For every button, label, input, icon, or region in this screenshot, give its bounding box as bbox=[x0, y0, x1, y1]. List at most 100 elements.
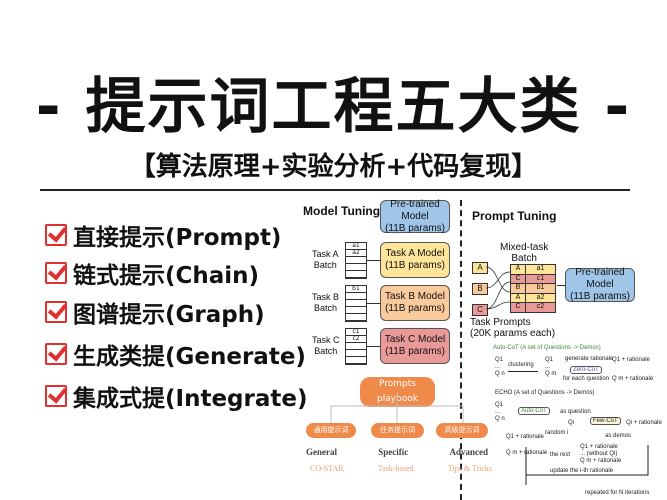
update-loop-arrow bbox=[525, 445, 649, 485]
arrow bbox=[367, 303, 380, 304]
item-label: 生成类提(Generate) bbox=[73, 344, 306, 370]
task-batch-label: Task A Batch bbox=[312, 249, 339, 270]
prompt-tuning-label: Prompt Tuning bbox=[472, 209, 557, 223]
checkbox-icon bbox=[45, 224, 67, 246]
autocot-out1: Q1 + rationale bbox=[612, 357, 650, 363]
item-label: 图谱提示(Graph) bbox=[73, 302, 265, 328]
category-name: Specific bbox=[378, 447, 409, 457]
autocot-qm: Q1...Q m bbox=[545, 357, 557, 377]
few-cot-box: Few-CoT bbox=[590, 417, 621, 425]
arrow bbox=[367, 260, 380, 261]
tree-connectors bbox=[330, 392, 464, 423]
batch-row bbox=[346, 257, 366, 264]
echo-rest: Q1 + rationale... (without Qi)Q m + rati… bbox=[580, 444, 622, 464]
batch-row: a1 bbox=[346, 243, 366, 250]
category-subs: CO-STAR Task-based Tips & Tricks bbox=[310, 464, 492, 473]
category-name: General bbox=[306, 447, 337, 457]
list-item: 集成式提(Integrate) bbox=[45, 381, 307, 412]
pill-general: 通用提示词 bbox=[306, 423, 356, 438]
batch-row bbox=[346, 307, 366, 314]
batch-row bbox=[346, 293, 366, 300]
task-prompt-key: A bbox=[472, 262, 488, 274]
batch-row: a2 bbox=[346, 250, 366, 257]
mixed-key: A bbox=[511, 265, 526, 274]
task-batch-table: b1 bbox=[345, 285, 367, 322]
checkbox-icon bbox=[45, 262, 67, 284]
category-name: Advanced bbox=[449, 447, 488, 457]
echo-qmr: Q m + rationale bbox=[506, 450, 548, 456]
for-each-label: for each question bbox=[563, 376, 610, 382]
subtitle: 【算法原理+实验分析+代码复现】 bbox=[129, 152, 538, 182]
pill-advanced: 高级提示词 bbox=[436, 423, 488, 438]
autocot-title: Auto-CoT (A set of Questions -> Demos) bbox=[493, 345, 601, 351]
arrow bbox=[508, 371, 538, 372]
qi-rationale: Qi + rationale bbox=[626, 420, 662, 426]
batch-row bbox=[346, 314, 366, 321]
list-item: 生成类提(Generate) bbox=[45, 339, 306, 370]
random-label: random i bbox=[545, 430, 569, 436]
arrow bbox=[367, 346, 380, 347]
echo-title: ECHO (A set of Questions -> Demos) bbox=[495, 390, 595, 396]
the-rest-label: the rest bbox=[550, 452, 571, 458]
echo-q1r: Q1 + rationale bbox=[506, 434, 544, 440]
task-prompts-label: Task Prompts (20K params each) bbox=[470, 317, 556, 339]
mixing-arrows bbox=[486, 266, 511, 310]
zero-cot-box: Zero-CoT bbox=[570, 366, 602, 374]
batch-row: b1 bbox=[346, 286, 366, 293]
autocot-q: Q1...Q n bbox=[495, 357, 505, 377]
qi-label: Qi bbox=[568, 420, 574, 426]
echo-autocot-box: Auto-CoT bbox=[518, 407, 550, 415]
list-item: 图谱提示(Graph) bbox=[45, 297, 265, 328]
batch-row bbox=[346, 300, 366, 307]
checkbox-icon bbox=[45, 301, 67, 323]
generate-label: generate rationale bbox=[565, 356, 614, 362]
batch-row bbox=[346, 350, 366, 357]
pretrained-model-box-right: Pre-trained Model (11B params) bbox=[565, 267, 635, 302]
batch-row: c2 bbox=[346, 336, 366, 343]
repeat-label: repeated for N iterations bbox=[585, 490, 650, 496]
mixed-batch-label: Mixed-task Batch bbox=[500, 242, 549, 264]
mixed-value: a1 bbox=[536, 265, 545, 272]
autocot-outm: Q m + rationale bbox=[612, 376, 654, 382]
category-sub: CO-STAR bbox=[310, 464, 344, 473]
mixed-key: B bbox=[511, 284, 526, 293]
batch-row bbox=[346, 271, 366, 278]
mixed-value: c1 bbox=[536, 274, 545, 282]
mixed-key: C bbox=[511, 274, 526, 283]
page-title: - 提示词工程五大类 - bbox=[35, 72, 632, 142]
batch-row bbox=[346, 343, 366, 350]
pill-specific: 任务提示词 bbox=[371, 423, 424, 438]
as-demos-label: as demos bbox=[605, 433, 632, 439]
as-question-label: as question bbox=[560, 409, 591, 415]
task-model-box: Task A Model (11B params) bbox=[380, 242, 450, 278]
item-label: 直接提示(Prompt) bbox=[73, 225, 282, 251]
batch-row bbox=[346, 264, 366, 271]
arrow bbox=[557, 285, 565, 286]
mixed-value: a2 bbox=[536, 293, 545, 301]
task-batch-label: Task B Batch bbox=[312, 292, 340, 313]
task-batch-label: Task C Batch bbox=[312, 335, 340, 356]
category-sub: Task-based bbox=[377, 464, 414, 473]
category-sub: Tips & Tricks bbox=[447, 464, 492, 473]
task-model-box: Task B Model (11B params) bbox=[380, 285, 450, 321]
task-prompt-key: C bbox=[472, 304, 488, 316]
category-names: General Specific Advanced bbox=[306, 447, 488, 457]
update-label: update the i-th rationale bbox=[550, 468, 614, 474]
batch-row: c1 bbox=[346, 329, 366, 336]
item-label: 链式提示(Chain) bbox=[73, 263, 260, 289]
model-tuning-label: Model Tuning bbox=[303, 204, 381, 218]
mixed-value: b1 bbox=[536, 284, 545, 291]
echo-q: Q1...Q n bbox=[495, 402, 505, 422]
dashed-divider bbox=[460, 200, 462, 500]
list-item: 直接提示(Prompt) bbox=[45, 220, 282, 251]
mixed-value: c2 bbox=[536, 303, 545, 310]
